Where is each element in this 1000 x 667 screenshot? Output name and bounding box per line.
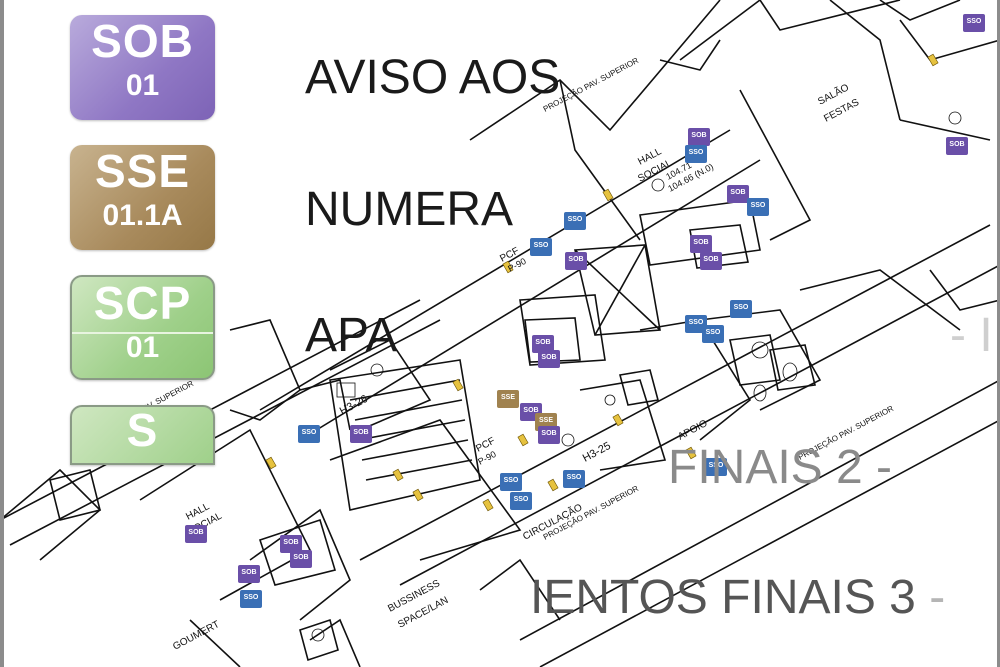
svg-text:SSO: SSO [689,319,704,326]
svg-text:SOB: SOB [693,239,708,246]
svg-text:SSO: SSO [514,496,529,503]
legend-sob-number: 01 [125,69,160,102]
label-goumert: GOUMERT [171,619,221,653]
sign-sob: SOB [700,252,722,270]
label-apoio: APOIO [676,418,709,443]
notice-line-6: IENTOS FINAIS 3 - [530,570,945,625]
legend-badge-sob: SOB 01 [70,15,215,120]
sign-sso: SSO [702,325,724,343]
notice-line-4: - I [950,309,993,362]
sign-sob: SOB [690,235,712,253]
sign-sso: SSO [240,590,262,608]
sign-sob: SOB [350,425,372,443]
svg-text:SOB: SOB [730,189,745,196]
svg-text:SSO: SSO [568,216,583,223]
plan-fixtures [311,111,962,642]
sign-sob: SOB [238,565,260,583]
legend-scp-code: SCP [93,277,192,329]
legend-badge-scp: SCP 01 [70,275,215,380]
svg-text:SSO: SSO [244,594,259,601]
sign-sob: SOB [290,550,312,568]
svg-text:SSO: SSO [567,474,582,481]
svg-text:SOB: SOB [523,407,538,414]
svg-text:SSO: SSO [709,462,724,469]
legend-sse-number: 01.1A [102,199,183,232]
svg-text:SSO: SSO [751,202,766,209]
svg-text:SSO: SSO [689,149,704,156]
svg-text:SOB: SOB [949,141,964,148]
svg-text:SOB: SOB [568,256,583,263]
svg-text:SSO: SSO [302,429,317,436]
notice-line-5: FINAIS 2 - [668,441,893,494]
left-border [0,0,4,667]
svg-text:SSO: SSO [706,329,721,336]
svg-text:SSO: SSO [504,477,519,484]
sign-sso: SSO [563,470,585,488]
legend-scp-number: 01 [125,331,160,364]
sign-sob: SOB [532,335,554,353]
sign-sso: SSO [298,425,320,443]
room-labels: SALÃO FESTAS HALL SOCIAL 104.71 104.66 (… [97,56,895,653]
sign-sob: SOB [688,128,710,146]
sign-sso: SSO [510,492,532,510]
right-border [997,0,1000,667]
svg-text:SOB: SOB [241,569,256,576]
notice-line-6-fade: - [915,571,946,624]
legend-sse-code: SSE [94,145,191,197]
label-h3-25: H3-25 [581,440,613,465]
sign-sob: SOB [185,525,207,543]
notice-line-3: APA [305,309,398,362]
svg-text:SOB: SOB [188,529,203,536]
legend-badge-sse: SSE 01.1A [70,145,215,250]
sign-sso: SSO [730,300,752,318]
sign-sob: SOB [538,426,560,444]
legend-scp-divider [72,332,213,334]
svg-text:SOB: SOB [691,132,706,139]
sign-sso: SSO [530,238,552,256]
svg-text:SSO: SSO [734,304,749,311]
sign-sob: SSO [963,14,985,32]
sign-sse: SSE [497,390,519,408]
sign-sso: SSO [685,315,707,333]
svg-text:SSO: SSO [534,242,549,249]
sign-sob: SOB [565,252,587,270]
svg-text:SOB: SOB [283,539,298,546]
safety-signs: SSO SOB SOB SSO SOB SSO SSO SSO SOB SOB … [185,14,985,608]
svg-text:SOB: SOB [353,429,368,436]
svg-text:SSO: SSO [967,18,982,25]
svg-text:SOB: SOB [293,554,308,561]
svg-text:SOB: SOB [541,354,556,361]
sign-sso: SSO [564,212,586,230]
sign-sob: SOB [538,350,560,368]
sign-sso: SSO [705,458,727,476]
sign-sso: SSO [685,145,707,163]
notice-line-1: AVISO AOS [305,51,561,104]
legend-badge-partial: S [70,405,215,465]
svg-text:SSE: SSE [501,394,515,401]
sign-sso: SSO [500,473,522,491]
svg-text:SSE: SSE [539,417,553,424]
notice-line-2: NUMERA [305,183,514,236]
sign-sso: SSO [747,198,769,216]
legend-partial-code: S [126,405,159,456]
sign-sob: SOB [946,137,968,155]
sign-sob: SOB [280,535,302,553]
sign-sob: SOB [727,185,749,203]
emergency-lights [265,53,939,512]
svg-text:SOB: SOB [535,339,550,346]
label-projecao-bottom: PROJEÇÃO PAV. SUPERIOR [542,484,640,542]
notice-line-6-main: IENTOS FINAIS 3 [530,571,916,624]
legend-sob-code: SOB [91,15,194,67]
svg-text:SOB: SOB [541,430,556,437]
svg-text:SOB: SOB [703,256,718,263]
